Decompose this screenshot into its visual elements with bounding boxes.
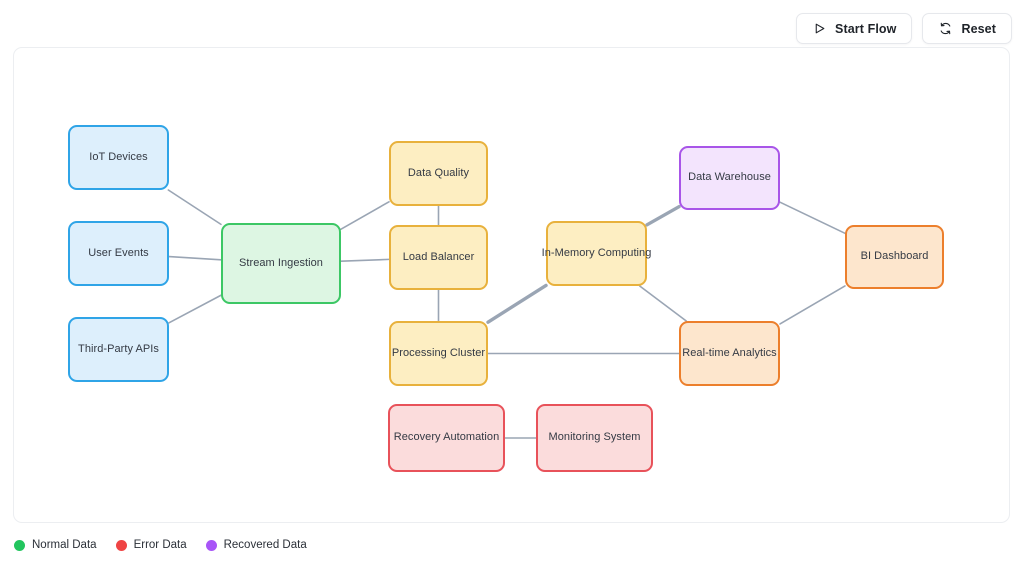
- edge-user-to-stream: [168, 255, 222, 261]
- node-label: Third-Party APIs: [78, 342, 159, 355]
- node-bi[interactable]: BI Dashboard: [845, 225, 944, 289]
- node-label: Data Warehouse: [688, 171, 771, 184]
- node-balancer[interactable]: Load Balancer: [389, 225, 488, 290]
- legend-item-2: Recovered Data: [205, 539, 307, 551]
- legend-color-dot: [115, 539, 127, 551]
- legend-color-dot: [205, 539, 217, 551]
- reset-label: Reset: [961, 21, 996, 36]
- node-label: BI Dashboard: [860, 250, 929, 263]
- node-recovery[interactable]: Recovery Automation: [388, 404, 505, 472]
- node-label: Stream Ingestion: [239, 256, 323, 269]
- node-monitoring[interactable]: Monitoring System: [536, 404, 653, 472]
- edge-inmemory-to-realtime: [638, 285, 688, 322]
- node-label: IoT Devices: [89, 150, 148, 163]
- edge-warehouse-to-bi: [779, 201, 846, 235]
- node-label: In-Memory Computing: [541, 246, 652, 259]
- legend-item-0: Normal Data: [14, 539, 97, 551]
- edge-api-to-stream: [168, 294, 222, 324]
- node-warehouse[interactable]: Data Warehouse: [679, 146, 780, 210]
- start-flow-button[interactable]: Start Flow: [796, 13, 913, 44]
- play-triangle-icon: [812, 22, 826, 36]
- node-api[interactable]: Third-Party APIs: [68, 317, 169, 382]
- node-cluster[interactable]: Processing Cluster: [389, 321, 488, 386]
- node-inmemory[interactable]: In-Memory Computing: [542, 221, 651, 286]
- edge-iot-to-stream: [167, 189, 222, 226]
- node-label: Recovery Automation: [393, 431, 500, 444]
- edge-realtime-to-bi: [779, 285, 846, 325]
- node-label: Data Quality: [407, 166, 470, 179]
- node-label: Real-time Analytics: [682, 346, 777, 359]
- legend-label: Recovered Data: [223, 539, 307, 551]
- node-label: Load Balancer: [402, 250, 475, 263]
- node-stream[interactable]: Stream Ingestion: [221, 223, 341, 304]
- edge-stream-to-quality: [340, 200, 390, 231]
- edge-stream-to-balancer: [340, 258, 390, 263]
- start-flow-label: Start Flow: [835, 21, 897, 36]
- refresh-circular-arrows-icon: [938, 22, 952, 36]
- edge-cluster-to-inmemory: [486, 283, 548, 324]
- reset-button[interactable]: Reset: [922, 13, 1012, 44]
- node-label: Processing Cluster: [391, 346, 486, 359]
- node-label: User Events: [88, 246, 149, 259]
- node-realtime[interactable]: Real-time Analytics: [679, 321, 780, 386]
- node-quality[interactable]: Data Quality: [389, 141, 488, 206]
- legend-label: Error Data: [133, 539, 187, 551]
- node-label: Monitoring System: [548, 431, 641, 444]
- node-iot[interactable]: IoT Devices: [68, 125, 169, 190]
- diagram-toolbar: Start Flow Reset: [796, 13, 1012, 44]
- legend-item-1: Error Data: [115, 539, 187, 551]
- legend: Normal Data Error Data Recovered Data: [14, 539, 307, 551]
- node-user[interactable]: User Events: [68, 221, 169, 286]
- legend-label: Normal Data: [32, 539, 97, 551]
- legend-color-dot: [14, 539, 25, 551]
- edge-inmemory-to-warehouse: [645, 204, 681, 227]
